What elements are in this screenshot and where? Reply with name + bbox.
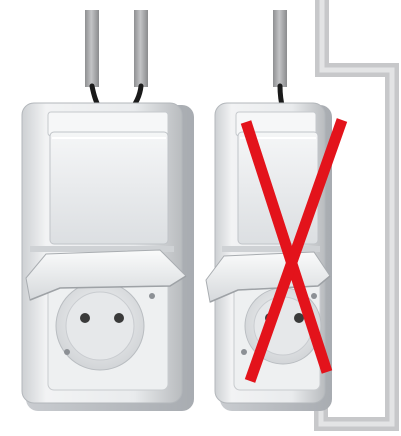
left-switch-paddle [50, 132, 168, 244]
left-device [22, 10, 194, 411]
cable-left-2 [134, 10, 148, 87]
cable-left-1 [85, 10, 99, 87]
cable-right-1 [273, 10, 287, 87]
